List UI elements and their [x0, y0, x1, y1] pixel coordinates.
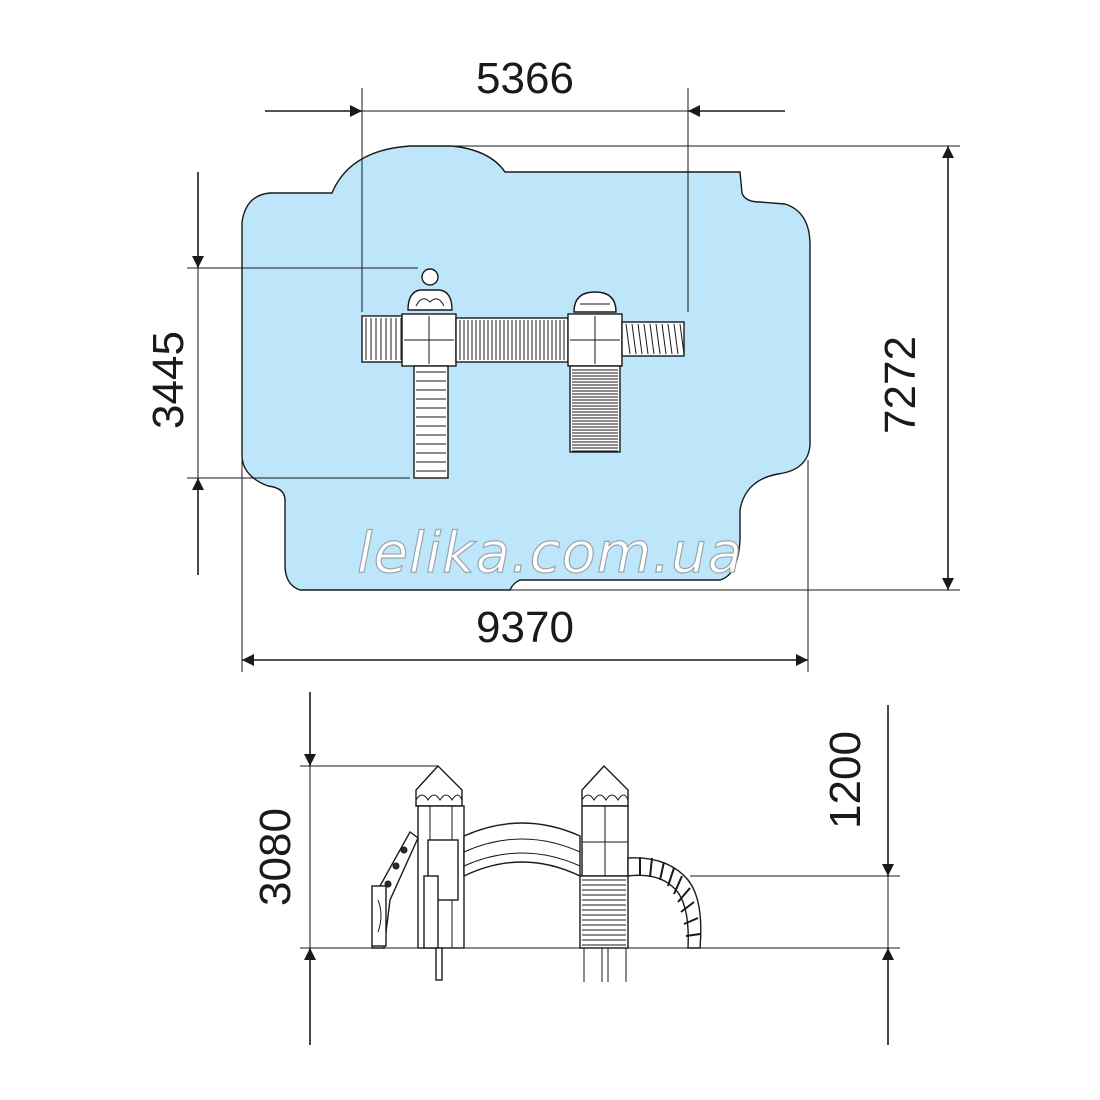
stair-rungs — [365, 318, 402, 360]
roof-finial — [421, 268, 439, 286]
zone-width-dimension: 9370 — [476, 603, 574, 652]
stair-elevation-treads — [582, 879, 626, 946]
slide-lines — [625, 323, 685, 355]
bridge-slats — [459, 320, 565, 360]
equipment-plan — [361, 268, 685, 479]
roof-dome — [573, 291, 617, 313]
right-tower-roof — [581, 764, 629, 807]
climbing-wall-base — [371, 885, 387, 947]
watermark: lelika.com.ua — [357, 521, 743, 586]
ladder-rungs — [416, 371, 446, 472]
plan-view: 5366 3445 7272 9370 — [144, 54, 960, 672]
arched-bridge — [463, 822, 581, 878]
left-tower-post — [435, 947, 443, 981]
platform-height-dimension: 1200 — [821, 731, 870, 829]
left-tower-panel — [427, 839, 459, 901]
stair-treads — [572, 369, 618, 452]
tube-slide-rings — [639, 857, 701, 937]
total-height-dimension: 3080 — [251, 808, 300, 906]
right-stair-elevation — [579, 875, 629, 949]
ladder-plan — [413, 365, 449, 479]
equipment-width-dimension: 5366 — [476, 54, 574, 103]
side-view: 3080 1200 — [251, 692, 900, 1045]
roof-ornament — [407, 289, 453, 311]
safety-zone — [241, 145, 811, 591]
zone-depth-dimension: 7272 — [876, 336, 925, 434]
equipment-elevation — [371, 764, 702, 982]
left-tower-roof — [415, 764, 463, 807]
left-stair — [361, 315, 403, 363]
equipment-depth-dimension: 3445 — [144, 331, 193, 429]
